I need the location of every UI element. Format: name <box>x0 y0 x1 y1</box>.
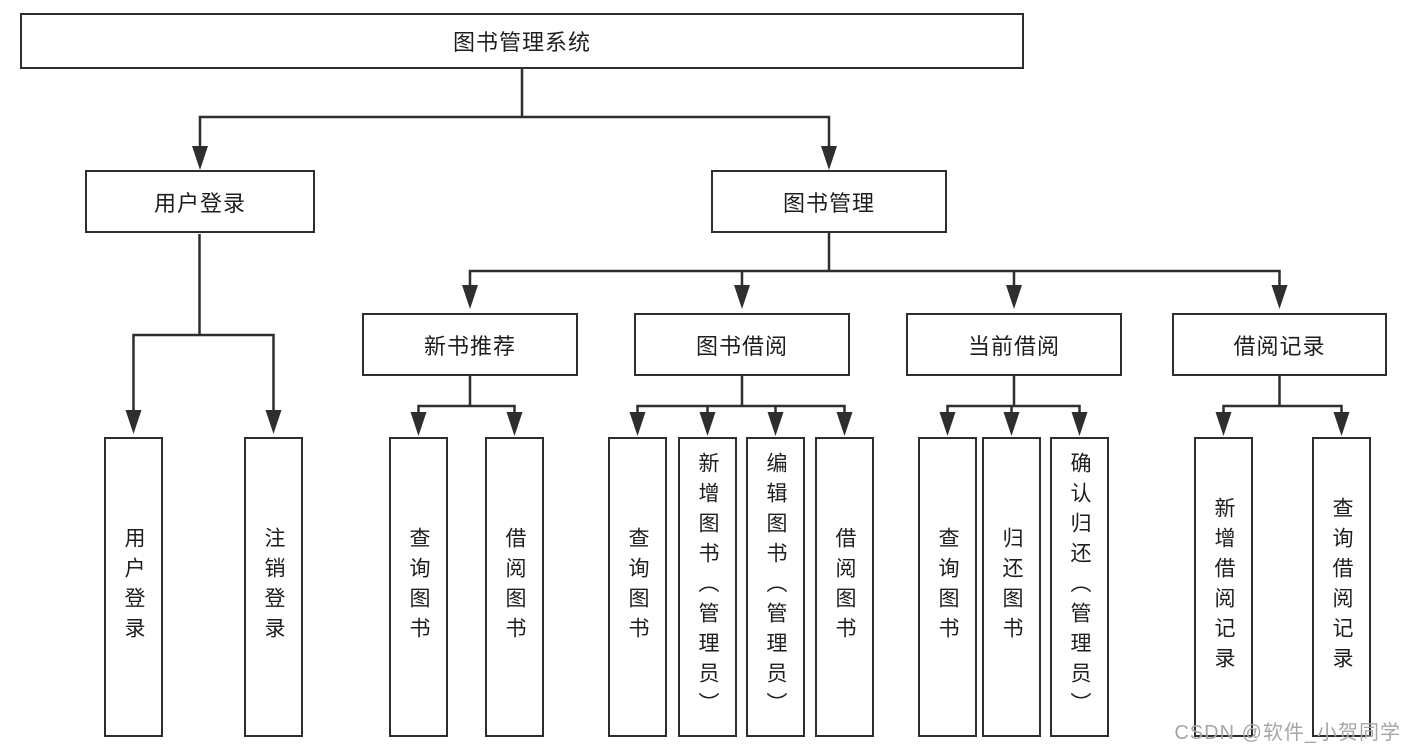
leaf-borrow-books-2: 借阅图书 <box>815 437 874 737</box>
node-borrowing-records: 借阅记录 <box>1172 313 1387 376</box>
arrow-down-icon <box>1003 412 1020 436</box>
leaf-query-books-3-label: 查询图书 <box>936 527 959 647</box>
arrow-down-icon <box>734 285 750 309</box>
leaf-edit-books-admin-label: 编辑图书（管理员） <box>764 452 787 722</box>
leaf-query-books-1: 查询图书 <box>389 437 448 737</box>
leaf-logout: 注销登录 <box>244 437 303 737</box>
connector-userlogin-to-leaves <box>132 234 275 410</box>
leaf-return-books: 归还图书 <box>982 437 1041 737</box>
arrow-down-icon <box>1271 285 1288 309</box>
arrow-down-icon <box>462 285 478 309</box>
arrow-down-icon <box>1006 285 1022 309</box>
node-user-login-label: 用户登录 <box>153 190 246 216</box>
leaf-edit-books-admin: 编辑图书（管理员） <box>746 437 805 737</box>
leaf-query-borrow-record: 查询借阅记录 <box>1312 437 1371 737</box>
node-current-borrowing: 当前借阅 <box>906 313 1122 376</box>
arrow-down-icon <box>939 412 956 436</box>
node-current-borrowing-label: 当前借阅 <box>967 333 1060 359</box>
arrow-down-icon <box>410 412 427 436</box>
connector-paths <box>132 69 1343 413</box>
arrow-down-icon <box>192 146 208 170</box>
arrow-down-icon <box>836 412 853 436</box>
arrow-down-icon <box>1333 412 1350 436</box>
connector-bookmgmt-to-modules <box>468 233 1281 285</box>
leaf-add-books-admin-label: 新增图书（管理员） <box>696 452 719 722</box>
arrow-down-icon <box>699 412 716 436</box>
leaf-add-borrow-record: 新增借阅记录 <box>1194 437 1253 737</box>
node-book-borrowing: 图书借阅 <box>634 313 850 376</box>
connector-currentborrow-to-leaves <box>946 376 1081 413</box>
connector-records-to-leaves <box>1222 376 1343 413</box>
leaf-user-login: 用户登录 <box>104 437 163 737</box>
leaf-borrow-books-1: 借阅图书 <box>485 437 544 737</box>
node-book-management: 图书管理 <box>711 170 947 233</box>
leaf-query-borrow-record-label: 查询借阅记录 <box>1330 497 1353 677</box>
leaf-confirm-return-admin-label: 确认归还（管理员） <box>1068 452 1091 722</box>
connector-root-to-level2 <box>198 69 831 146</box>
node-new-book-recommend: 新书推荐 <box>362 313 578 376</box>
arrow-down-icon <box>767 412 784 436</box>
connector-newbooks-to-leaves <box>417 376 516 413</box>
arrowheads <box>125 146 1350 436</box>
leaf-return-books-label: 归还图书 <box>1000 527 1023 647</box>
leaf-query-books-2-label: 查询图书 <box>626 527 649 647</box>
node-borrowing-records-label: 借阅记录 <box>1233 333 1326 359</box>
node-new-book-recommend-label: 新书推荐 <box>423 333 516 359</box>
arrow-down-icon <box>1071 412 1088 436</box>
leaf-query-books-1-label: 查询图书 <box>407 527 430 647</box>
leaf-query-books-3: 查询图书 <box>918 437 977 737</box>
leaf-confirm-return-admin: 确认归还（管理员） <box>1050 437 1109 737</box>
csdn-watermark: CSDN @软件_小贺同学 <box>1174 722 1401 744</box>
node-book-management-label: 图书管理 <box>782 190 875 216</box>
node-root: 图书管理系统 <box>20 13 1024 69</box>
connector-bookborrow-to-leaves <box>636 376 846 413</box>
arrow-down-icon <box>821 146 837 170</box>
leaf-query-books-2: 查询图书 <box>608 437 667 737</box>
leaf-add-borrow-record-label: 新增借阅记录 <box>1212 497 1235 677</box>
node-user-login: 用户登录 <box>85 170 315 233</box>
leaf-borrow-books-2-label: 借阅图书 <box>833 527 856 647</box>
arrow-down-icon <box>265 410 282 434</box>
arrow-down-icon <box>1215 412 1232 436</box>
leaf-borrow-books-1-label: 借阅图书 <box>503 527 526 647</box>
arrow-down-icon <box>629 412 646 436</box>
leaf-add-books-admin: 新增图书（管理员） <box>678 437 737 737</box>
leaf-logout-label: 注销登录 <box>262 527 285 647</box>
arrow-down-icon <box>506 412 523 436</box>
leaf-user-login-label: 用户登录 <box>122 527 145 647</box>
arrow-down-icon <box>125 410 142 434</box>
node-book-borrowing-label: 图书借阅 <box>695 333 788 359</box>
node-root-label: 图书管理系统 <box>452 30 591 55</box>
